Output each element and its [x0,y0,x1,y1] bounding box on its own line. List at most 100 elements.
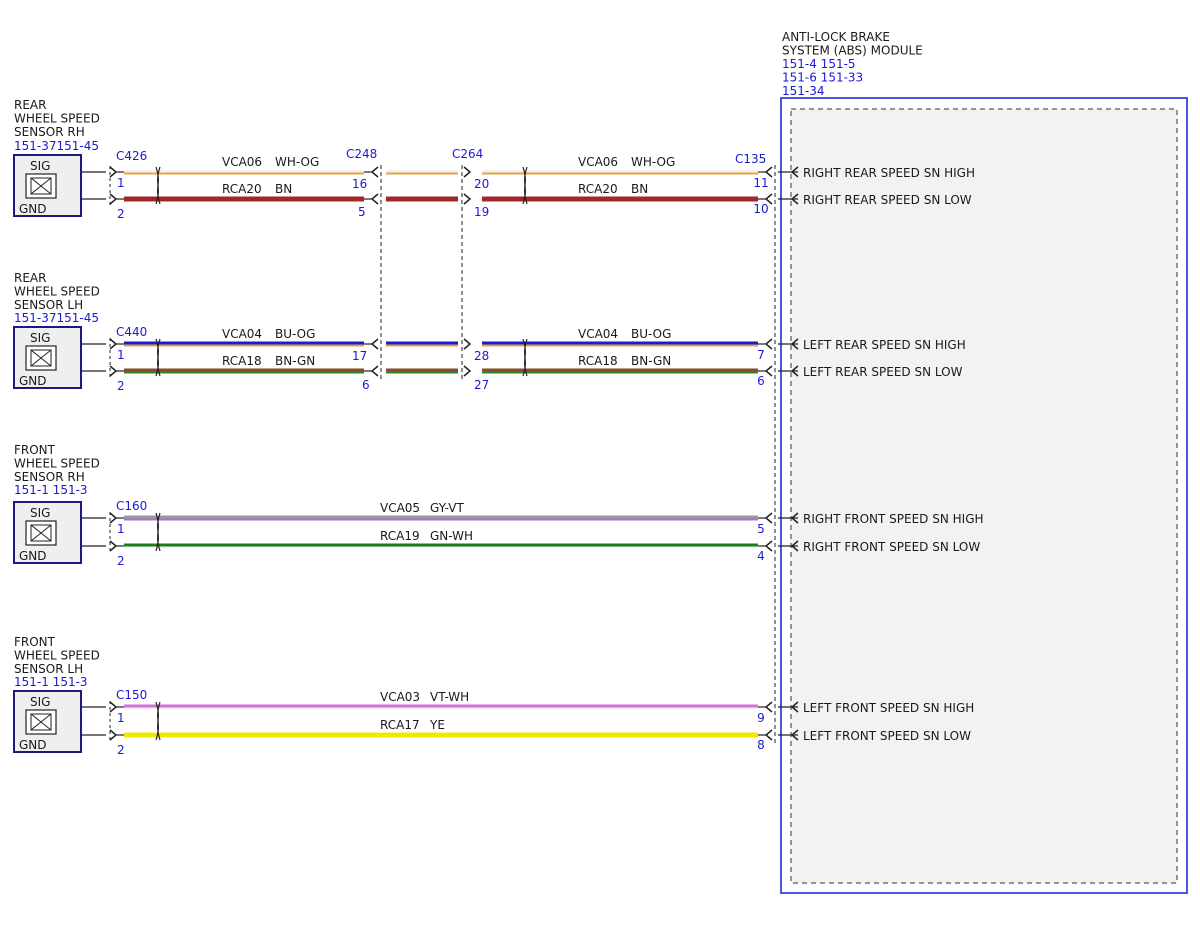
wire-group [81,165,799,745]
pin-arrow [790,729,799,741]
module-signal-label: LEFT FRONT SPEED SN LOW [803,729,971,743]
sensor-title-line: SENSOR RH [14,470,85,484]
module-signal-label: RIGHT FRONT SPEED SN LOW [803,540,980,554]
inline-connector-label: C248 [346,147,377,161]
module-signal-label: LEFT REAR SPEED SN HIGH [803,338,966,352]
pin-arrow [370,166,379,178]
sensor-pin-label: 2 [117,207,125,221]
sensor-sig-label: SIG [30,331,50,345]
circuit-label: RCA20 [578,182,618,196]
color-code-label: WH-OG [275,155,319,169]
pin-arrow [109,729,118,741]
circuit-label: VCA05 [380,501,420,515]
inline-pin-label: 19 [474,205,489,219]
color-code-label: WH-OG [631,155,675,169]
module-title-line: SYSTEM (ABS) MODULE [782,44,923,58]
module-signal-label: LEFT REAR SPEED SN LOW [803,365,963,379]
sensor-title-line: REAR [14,271,46,285]
inline-connector-label: C264 [452,147,483,161]
sensor-connector-label: C440 [116,325,147,339]
sensor-connector-label: C426 [116,149,147,163]
pin-arrow [790,338,799,350]
pin-arrow [109,701,118,713]
pin-arrow [109,540,118,552]
pin-arrow [790,166,799,178]
sensor-element-inner [30,349,52,367]
sensor-element-cross [30,349,52,367]
twisted-pair-mark [155,512,161,552]
twisted-pair-mark [155,338,161,377]
pin-arrow [463,166,472,178]
module-title-line: ANTI-LOCK BRAKE [782,30,890,44]
color-code-label: BN [275,182,292,196]
module-signal-label: RIGHT REAR SPEED SN LOW [803,193,972,207]
color-code-label: BN-GN [275,354,315,368]
module-pin-label: 4 [757,549,765,563]
pin-arrow [790,701,799,713]
pin-arrow [764,540,773,552]
color-code-label: BN-GN [631,354,671,368]
circuit-label: VCA03 [380,690,420,704]
twisted-pair-mark [522,338,528,377]
sensor-element-cross [30,524,52,542]
circuit-label: VCA06 [222,155,262,169]
sensor-gnd-label: GND [19,549,47,563]
module-ref-line: 151-34 [782,84,825,98]
sensor-title-line: SENSOR LH [14,298,83,312]
sensor-element-cross [30,713,52,731]
color-code-label: BU-OG [275,327,315,341]
module-pin-label: 6 [757,374,765,388]
circuit-label: RCA18 [222,354,262,368]
sensor-connector-label: C160 [116,499,147,513]
module-pin-label: 9 [757,711,765,725]
sensor-pin-label: 1 [117,711,125,725]
twisted-pair-mark [522,166,528,205]
sensor-element-inner [30,713,52,731]
sensor-title-line: WHEEL SPEED [14,649,100,663]
pin-arrow [109,338,118,350]
twisted-pair-mark [155,166,161,205]
sensor-sig-label: SIG [30,159,50,173]
sensor-title-line: WHEEL SPEED [14,457,100,471]
pin-arrow [764,338,773,350]
sensor-title-line: FRONT [14,443,56,457]
pin-arrow [109,193,118,205]
sensor-pin-label: 1 [117,348,125,362]
sensor-ref: 151-1 151-3 [14,483,88,497]
pin-arrow [370,338,379,350]
inline-pin-label: 16 [352,177,367,191]
sensor-element-cross [30,177,52,195]
pin-arrow [790,365,799,377]
inline-pin-label: 6 [362,378,370,392]
color-code-label: GY-VT [430,501,464,515]
pin-arrow [463,193,472,205]
sensor-gnd-label: GND [19,202,47,216]
sensor-title-line: REAR [14,98,46,112]
module-ref-line: 151-4 151-5 [782,57,856,71]
circuit-label: VCA04 [222,327,262,341]
sensor-title-line: WHEEL SPEED [14,285,100,299]
module-pin-label: 11 [753,176,768,190]
inline-pin-label: 17 [352,349,367,363]
inline-pin-label: 27 [474,378,489,392]
pin-arrow [370,193,379,205]
module-signal-label: RIGHT REAR SPEED SN HIGH [803,166,975,180]
module-pin-label: 10 [753,202,768,216]
module-signal-label: RIGHT FRONT SPEED SN HIGH [803,512,984,526]
circuit-label: RCA17 [380,718,420,732]
pin-arrow [463,338,472,350]
circuit-label: VCA06 [578,155,618,169]
label-group: 11 RIGHT REAR SPEED SN HIGH 10 RIGHT REAR S… [222,147,984,752]
inline-pin-label: 5 [358,205,366,219]
sensor-pin-label: 2 [117,554,125,568]
sensor-ref: 151-1 151-3 [14,675,88,689]
color-code-label: VT-WH [430,690,469,704]
pin-arrow [790,540,799,552]
inline-pin-label: 28 [474,349,489,363]
sensor-element-inner [30,177,52,195]
circuit-label: RCA19 [380,529,420,543]
pin-arrow [790,512,799,524]
pin-arrow [370,365,379,377]
